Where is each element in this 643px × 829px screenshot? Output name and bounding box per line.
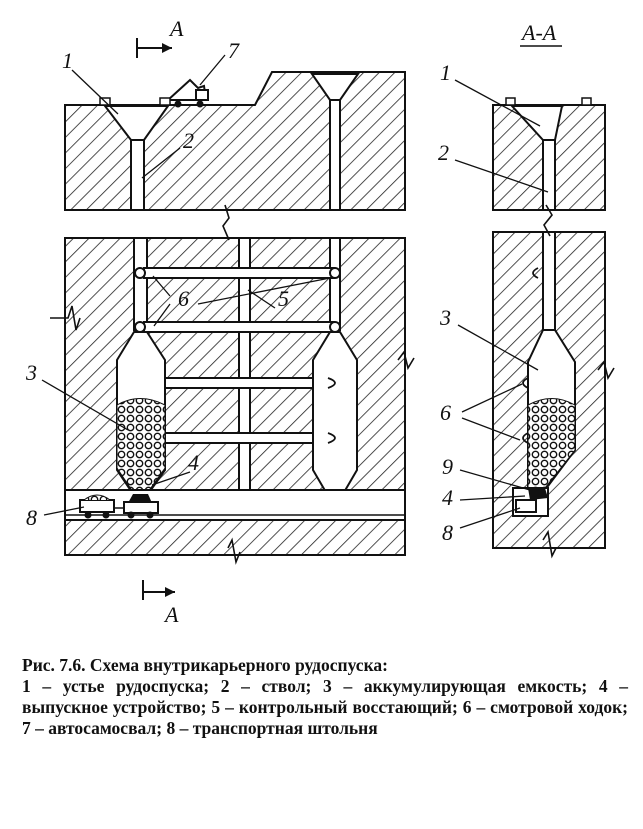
- section-ore-car: [515, 499, 537, 513]
- section-drift-end: [522, 377, 529, 389]
- dump-truck-icon: [165, 78, 209, 108]
- figure-caption: Рис. 7.6. Схема внутрикарьерного рудоспу…: [22, 655, 628, 739]
- discharge-device: [128, 494, 152, 503]
- label-5: 5: [278, 286, 289, 311]
- surface-marker: [159, 97, 171, 106]
- accumulating-capacity: [312, 331, 358, 495]
- label-1: 1: [62, 48, 73, 73]
- section-view: А-А 1 2 3 6 9 4 8: [438, 20, 615, 559]
- ore-fill: [116, 398, 166, 493]
- ore-pass-shaft-lower: [133, 237, 148, 331]
- raise-shaft-lower: [329, 237, 341, 331]
- label-2: 2: [183, 128, 194, 153]
- section-arrow-bottom: А: [142, 580, 179, 627]
- drift-junction: [329, 321, 341, 333]
- upper-rock-block: [64, 71, 406, 211]
- inspection-drift: [151, 377, 333, 389]
- section-arrow-top: А: [136, 16, 184, 58]
- ore-car: [79, 494, 115, 519]
- section-break-line: [597, 360, 615, 381]
- section-shaft: [542, 139, 556, 211]
- section-mark: А: [163, 602, 179, 627]
- drift-junction: [134, 267, 146, 279]
- raise-shaft-upper: [329, 99, 341, 211]
- break-line: [222, 204, 230, 241]
- ore-pass-shaft: [130, 139, 145, 211]
- section-drift-end: [522, 432, 529, 444]
- label-8: 8: [26, 505, 37, 530]
- section-label-1: 1: [440, 60, 451, 85]
- section-label-4: 4: [442, 485, 453, 510]
- section-label-8: 8: [442, 520, 453, 545]
- section-ore-fill: [527, 398, 576, 489]
- inspection-drift: [143, 321, 335, 333]
- drift-end: [327, 377, 336, 389]
- inspection-drift: [161, 432, 333, 444]
- drift-junction: [329, 267, 341, 279]
- section-label-2: 2: [438, 140, 449, 165]
- section-title: А-А: [520, 20, 557, 45]
- section-label-9: 9: [442, 454, 453, 479]
- drift-end: [327, 432, 336, 444]
- break-line: [50, 305, 81, 331]
- section-drift-end: [532, 267, 539, 279]
- label-6: 6: [178, 286, 189, 311]
- label-3: 3: [25, 360, 37, 385]
- caption-body: 1 – устье рудоспуска; 2 – ствол; 3 – акк…: [22, 676, 628, 738]
- surface-marker: [505, 97, 516, 106]
- break-line: [227, 537, 241, 565]
- ore-pass-diagram: А А 1 2 7 6 5 3 4 8 А-А: [25, 16, 615, 627]
- label-4: 4: [188, 450, 199, 475]
- section-break-line: [542, 529, 557, 559]
- section-mark: А: [168, 16, 184, 41]
- section-label-6: 6: [440, 400, 451, 425]
- drift-junction: [134, 321, 146, 333]
- section-break-line: [543, 204, 553, 237]
- label-7: 7: [228, 38, 240, 63]
- section-label-3: 3: [439, 305, 451, 330]
- section-discharge-device: [528, 488, 548, 500]
- section-shaft-lower: [542, 231, 556, 331]
- caption-title: Рис. 7.6. Схема внутрикарьерного рудоспу…: [22, 655, 388, 675]
- surface-marker: [581, 97, 592, 106]
- break-line: [397, 350, 415, 371]
- ore-car: [114, 501, 159, 519]
- main-view: А А 1 2 7 6 5 3 4 8: [25, 16, 415, 627]
- inspection-drift: [143, 267, 335, 279]
